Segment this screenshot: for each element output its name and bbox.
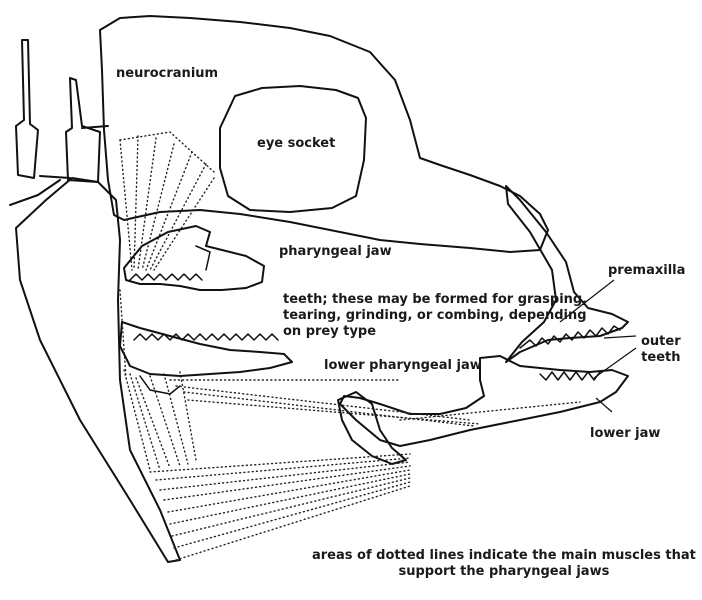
outer-teeth-label: outer teeth [641,334,681,366]
lower-jaw-outline [339,355,629,447]
outer-teeth-line-2: teeth [641,350,681,365]
caption: areas of dotted lines indicate the main … [312,548,696,580]
teeth-note-label: teeth; these may be formed for grasping,… [283,292,587,340]
premaxilla-outline [505,185,629,363]
lower-pharyngeal-jaw-label: lower pharyngeal jaw [324,358,482,373]
premaxilla-label: premaxilla [608,263,686,278]
muscle-fan-floor [149,401,581,561]
muscle-fan-upper [119,131,215,271]
eye-socket-label: eye socket [257,136,336,151]
caption-line-1: areas of dotted lines indicate the main … [312,548,696,563]
vertebral-spines [9,39,109,206]
outer-teeth-line-1: outer [641,334,681,349]
lower-jaw-label: lower jaw [590,426,661,441]
articular-bone [337,391,407,465]
label-leaders [559,279,637,413]
muscle-fan-lower [119,289,481,471]
pharyngeal-jaw-label: pharyngeal jaw [279,244,392,259]
neurocranium-outline [99,15,549,253]
caption-line-2: support the pharyngeal jaws [398,564,610,579]
lower-pharyngeal-jaw-outline [119,321,293,395]
gill-cover [15,177,181,563]
teeth-note-line-3: on prey type [283,324,377,339]
neurocranium-label: neurocranium [116,66,219,81]
eye-socket-outline [219,85,367,213]
upper-pharyngeal-jaw-outline [123,225,265,291]
teeth-note-line-1: teeth; these may be formed for grasping, [283,292,588,307]
teeth-note-line-2: tearing, grinding, or combing, depending [283,308,587,323]
